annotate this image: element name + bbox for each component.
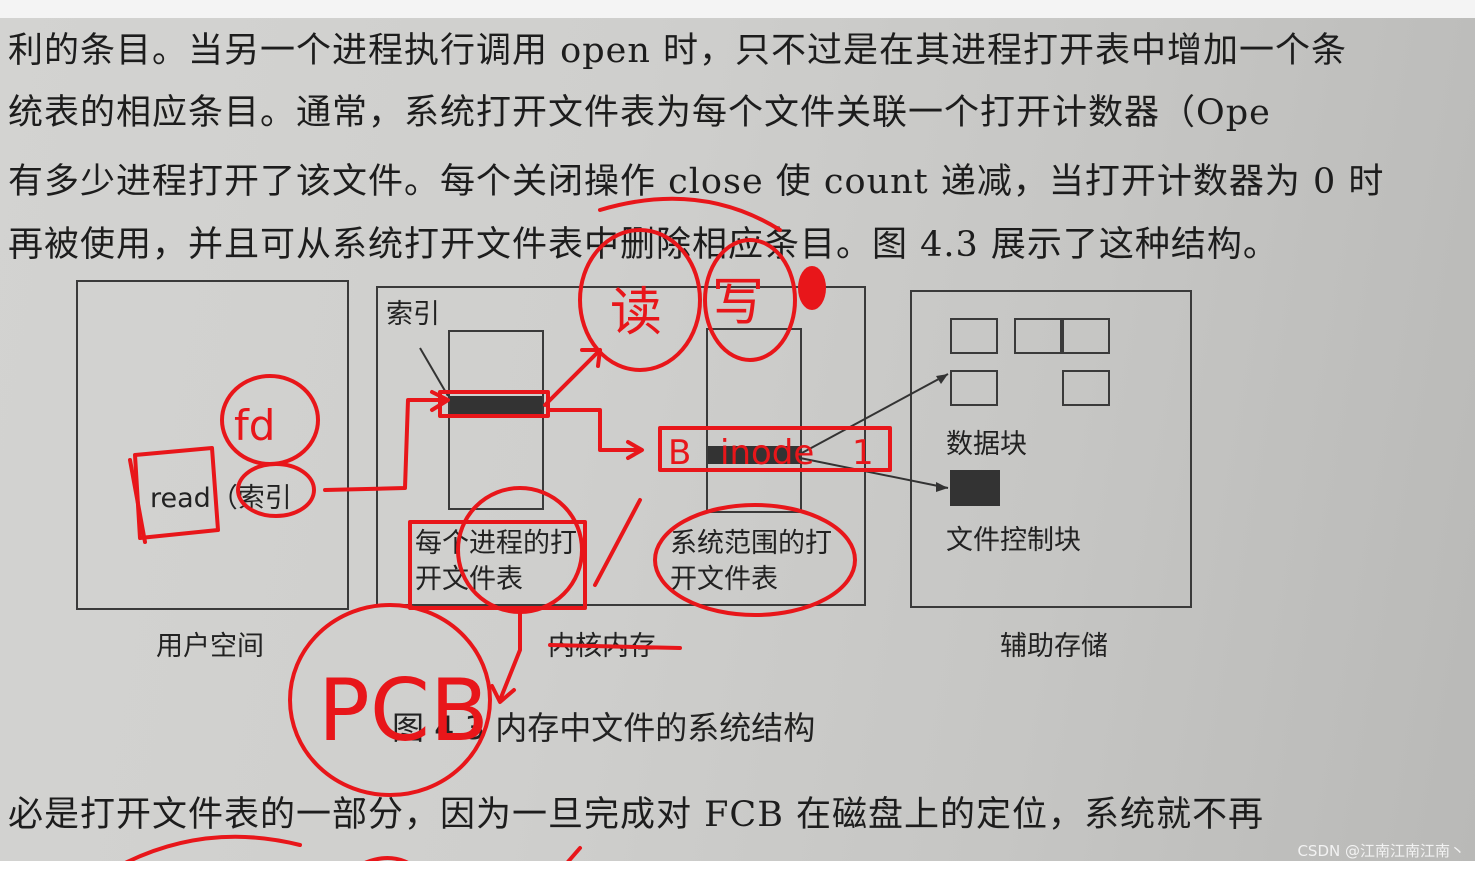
text-line-5: 必是打开文件表的一部分，因为一旦完成对 FCB 在磁盘上的定位，系统就不再 <box>8 795 1265 835</box>
fcb-label: 文件控制块 <box>946 525 1081 556</box>
fd-text: fd <box>234 401 275 450</box>
per-process-box <box>408 520 587 610</box>
read-box <box>133 446 220 540</box>
data-block <box>950 370 998 406</box>
user-space-box <box>76 280 349 610</box>
kernel-memory-box <box>376 286 866 606</box>
figure-caption: 图 4.3 内存中文件的系统结构 <box>392 709 816 747</box>
index-circle <box>236 462 316 518</box>
fcb-block <box>950 470 1000 506</box>
per-process-table-label: 每个进程的打开文件表 <box>415 528 577 595</box>
read-circle <box>578 228 702 372</box>
b-letter-text: B <box>668 433 691 473</box>
data-blocks-label: 数据块 <box>946 429 1027 460</box>
inode-box <box>658 426 892 472</box>
write-dot <box>798 266 826 310</box>
data-block <box>1014 318 1062 354</box>
inode-text: inode <box>720 433 814 473</box>
system-table-column <box>706 328 802 513</box>
diagram-arrows <box>419 347 949 492</box>
index-label: 索引 <box>386 299 440 330</box>
read-char-text: 读 <box>610 283 662 343</box>
text-line-1: 利的条目。当另一个进程执行调用 open 时，只不过是在其进程打开表中增加一个条 <box>8 31 1347 71</box>
pointer-arrow <box>323 398 447 492</box>
secondary-storage-label: 辅助存储 <box>1000 631 1108 662</box>
text-line-2: 统表的相应条目。通常，系统打开文件表为每个文件关联一个打开计数器（Ope <box>8 93 1271 133</box>
data-block <box>1062 318 1110 354</box>
data-block <box>950 318 998 354</box>
pcb-circle <box>288 603 492 797</box>
text-line-3: 有多少进程打开了该文件。每个关闭操作 close 使 count 递减，当打开计… <box>8 162 1385 202</box>
system-entry <box>708 446 800 464</box>
textbook-photo: 利的条目。当另一个进程执行调用 open 时，只不过是在其进程打开表中增加一个条… <box>0 18 1475 861</box>
write-circle <box>703 238 797 362</box>
user-space-label: 用户空间 <box>156 631 264 662</box>
system-table-circle <box>653 503 857 617</box>
data-block <box>1062 370 1110 406</box>
read-call-text: read（索引 <box>150 483 292 514</box>
secondary-storage-box <box>910 290 1192 608</box>
pcb-text: PCB <box>318 661 489 761</box>
bottom-strip <box>0 861 1475 871</box>
write-char-text: 写 <box>712 273 764 333</box>
count-text: 1 <box>852 433 874 473</box>
per-process-entry <box>450 396 542 414</box>
per-process-table-column <box>448 330 544 510</box>
system-table-label: 系统范围的打开文件表 <box>670 528 832 595</box>
csdn-watermark: CSDN @江南江南江南丶 <box>1297 842 1465 860</box>
